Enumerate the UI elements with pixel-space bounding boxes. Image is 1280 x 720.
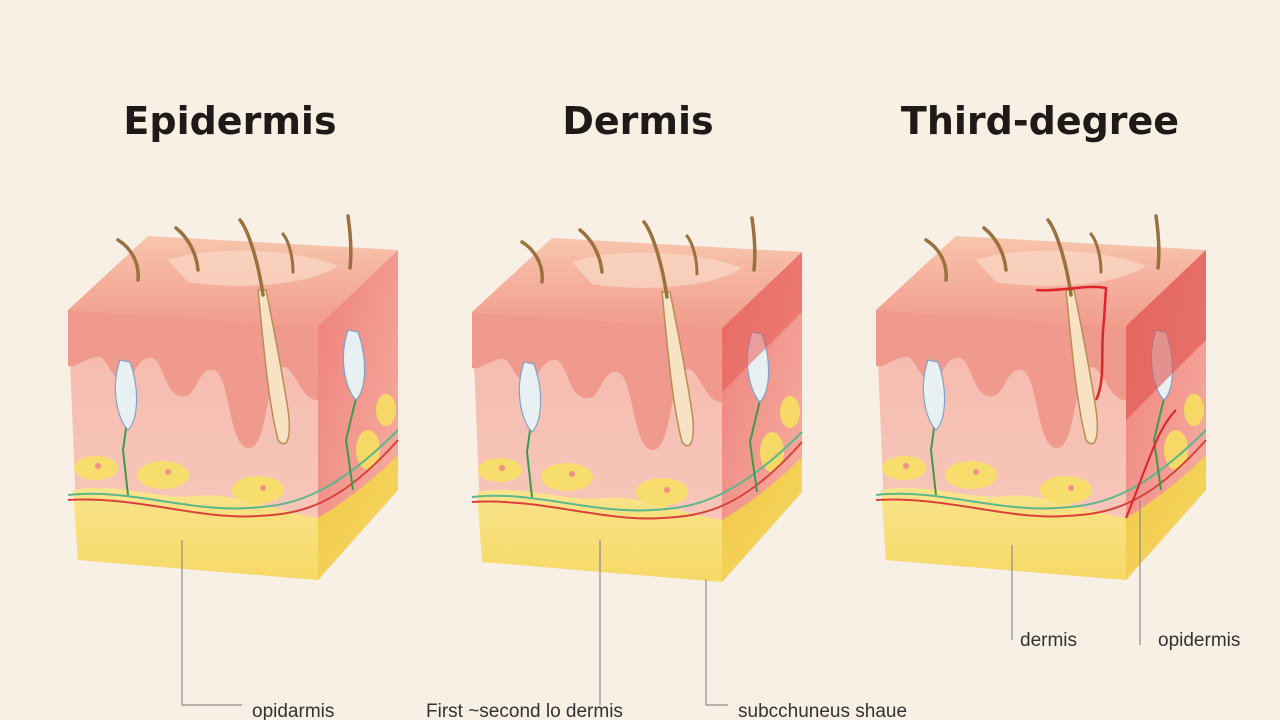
skin-block-dermis	[470, 216, 804, 584]
label-dermis: dermis	[1020, 630, 1077, 651]
heading-dermis: Dermis	[562, 99, 713, 143]
leader-epidermis	[181, 540, 242, 706]
skin-block-epidermis	[66, 214, 400, 582]
heading-third-degree: Third-degree	[901, 99, 1179, 143]
label-epidermis-right: opidermis	[1158, 630, 1240, 651]
label-epidermis: opidarmis	[252, 701, 334, 720]
burn-line	[1035, 285, 1108, 401]
leader-subcutaneous	[705, 580, 728, 706]
label-subcutaneous: subcchuneus shaue	[738, 701, 907, 720]
heading-epidermis: Epidermis	[123, 99, 336, 143]
skin-block-third-degree	[874, 214, 1208, 582]
label-first-second-dermis: First ~second lo dermis	[426, 701, 623, 720]
